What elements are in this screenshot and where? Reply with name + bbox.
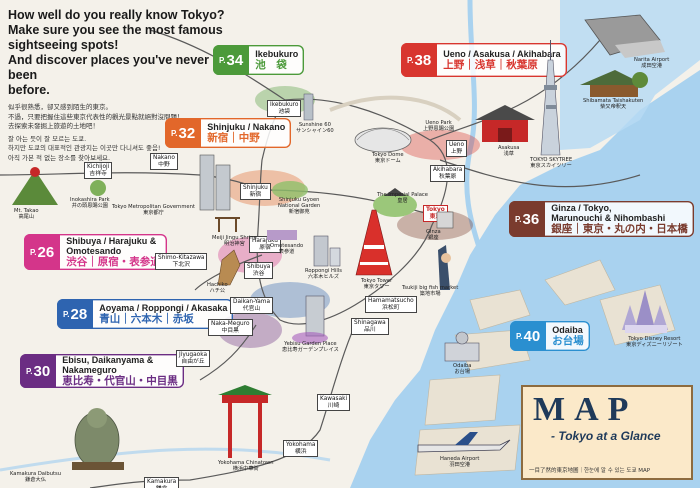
label-gyoen: Shinjuku Gyoen National Garden 新宿御苑: [278, 197, 321, 215]
label-daibutsu: Kamakura Daibutsu 鎌倉大仏: [10, 471, 62, 483]
station-shibuya[interactable]: Shibuya 渋谷: [244, 262, 274, 280]
tama-river: [0, 447, 331, 472]
station-nakameguro[interactable]: Naka-Meguro 中目黒: [208, 319, 253, 337]
label-ginza: Ginza 銀座: [426, 229, 441, 241]
label-tokyo-dome: Tokyo Dome 東京ドーム: [372, 152, 404, 164]
station-shimokitazawa[interactable]: Shimo-Kitazawa 下北沢: [155, 253, 208, 271]
label-disney: Tokyo Disney Resort 東京ディズニーリゾート: [626, 336, 683, 348]
label-skytree: TOKYO SKYTREE 東京スカイツリー: [530, 157, 573, 169]
label-narita: Narita Airport 成田空港: [634, 57, 670, 69]
station-tokyo[interactable]: Tokyo 東京: [423, 205, 448, 223]
station-shinjuku[interactable]: Shinjuku 新宿: [240, 183, 271, 201]
map-title-multilingual: 一目了然的東京地圖｜한눈에 알 수 있는 도쿄 MAP: [529, 468, 651, 474]
station-kamakura[interactable]: Kamakura 鎌倉: [144, 477, 180, 488]
label-yebisu: Yebisu Garden Place 恵比寿ガーデンプレイス: [282, 341, 339, 353]
map-title-box: MAP - Tokyo at a Glance 一目了然的東京地圖｜한눈에 알 …: [521, 385, 693, 480]
station-yokohama[interactable]: Yokohama 横浜: [283, 440, 319, 458]
station-ueno[interactable]: Ueno 上野: [446, 140, 468, 158]
label-odaiba: Odaiba お台場: [453, 363, 472, 375]
label-chinatown: Yokohama Chinatown 横浜中華街: [218, 460, 274, 472]
label-metro-gov: Tokyo Metropolitan Government 東京都庁: [112, 204, 195, 216]
map-title: MAP: [533, 391, 638, 428]
label-shibamata: Shibamata Taishakuten 柴又帝釈天: [583, 98, 644, 110]
road-ring: [329, 95, 462, 122]
station-akihabara[interactable]: Akihabara 秋葉原: [430, 165, 466, 183]
station-kichijoji[interactable]: Kichijoji 吉祥寺: [84, 162, 113, 180]
map-subtitle: - Tokyo at a Glance: [551, 429, 661, 443]
area-badge-ginza[interactable]: P.36 Ginza / Tokyo, Marunouchi & Nihomba…: [509, 201, 694, 237]
label-ueno-park: Ueno Park 上野恩賜公園: [423, 120, 455, 132]
label-sunshine: Sunshine 60 サンシャイン60: [296, 122, 334, 134]
station-nakano[interactable]: Nakano 中野: [150, 153, 178, 171]
station-ikebukuro[interactable]: Ikebukuro 池袋: [267, 100, 302, 118]
sumida-river: [464, 0, 483, 251]
intro-korean: 잘 아는 듯이 잘 모르는 도쿄. 하지만 도쿄의 대표적인 관광지는 이곳만 …: [8, 134, 161, 162]
intro-panel: How well do you really know Tokyo? Make …: [8, 8, 238, 163]
label-imperial: The Imperial Palace 皇居: [377, 192, 428, 204]
label-roppongi: Roppongi Hills 六本木ヒルズ: [305, 268, 342, 280]
intro-english: How well do you really know Tokyo? Make …: [8, 8, 225, 97]
station-shinagawa[interactable]: Shinagawa 品川: [351, 318, 389, 336]
label-hachiko: Hachiko ハチ公: [207, 282, 228, 294]
intro-chinese: 似乎很熟悉，卻又感到陌生的東京。 不過，只要把握住這些東京代表性的觀光景點就絕對…: [8, 103, 184, 130]
label-mt-takao: Mt. Takao 高尾山: [14, 208, 39, 220]
label-meiji: Meiji Jingu Shrine 明治神宮: [212, 235, 257, 247]
station-hamamatsucho[interactable]: Hamamatsucho 浜松町: [365, 296, 417, 314]
label-omotesando: Omotesando 表参道: [270, 243, 304, 255]
label-inokashira: Inokashira Park 井の頭恩賜公園: [70, 197, 110, 209]
label-tokyo-tower: Tokyo Tower 東京タワー: [361, 278, 393, 290]
label-asakusa: Asakusa 浅草: [498, 145, 520, 157]
station-daikanyama[interactable]: Daikan-Yama 代官山: [230, 297, 274, 315]
label-haneda: Haneda Airport 羽田空港: [440, 456, 480, 468]
station-jiyugaoka[interactable]: Jiyugaoka 自由が丘: [176, 350, 211, 368]
station-kawasaki[interactable]: Kawasaki 川崎: [317, 394, 351, 412]
station-harajuku[interactable]: Harajuku 原宿: [249, 236, 281, 254]
label-tsukiji: Tsukiji big fish market 築地市場: [402, 285, 459, 297]
